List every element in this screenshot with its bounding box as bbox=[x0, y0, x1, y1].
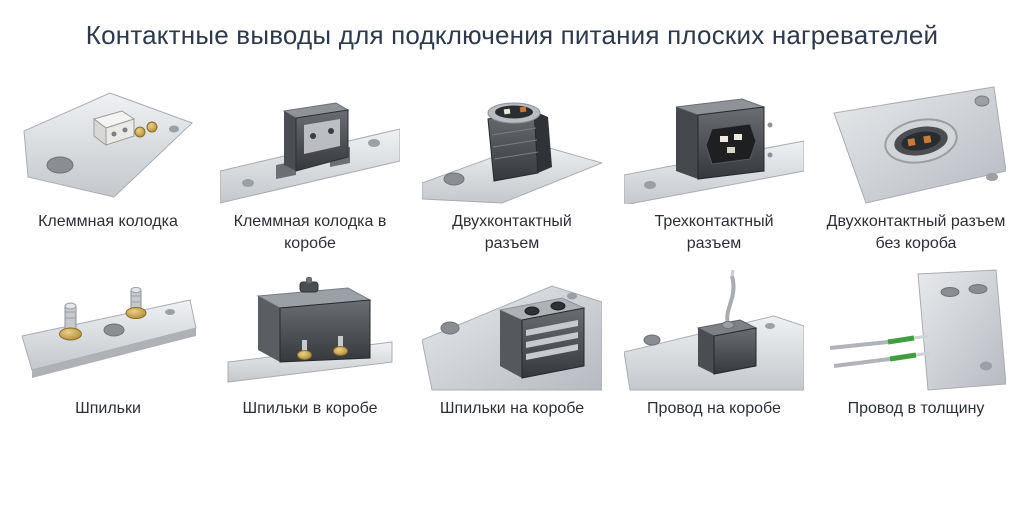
product-caption: Двухконтактный разъем bbox=[452, 213, 572, 252]
product-item-wire-on-box: Провод на коробе bbox=[613, 264, 815, 420]
studs-illustration bbox=[21, 286, 197, 378]
studs-on-box-image bbox=[421, 264, 603, 392]
product-caption: Провод на коробе bbox=[647, 400, 781, 418]
studs-in-box-image bbox=[219, 264, 401, 392]
product-item-studs-on-box: Шпильки на коробе bbox=[411, 264, 613, 420]
terminal-block-image bbox=[17, 77, 199, 205]
product-caption: Трехконтактный разъем bbox=[654, 213, 774, 252]
product-item-studs-in-box: Шпильки в коробе bbox=[209, 264, 411, 420]
wire-on-box-illustration bbox=[624, 269, 804, 391]
product-item-three-pin-connector: Трехконтактный разъем bbox=[613, 77, 815, 254]
product-caption: Шпильки в коробе bbox=[242, 400, 378, 418]
two-pin-inlet-image bbox=[825, 77, 1007, 205]
three-pin-connector-image bbox=[623, 77, 805, 205]
two-pin-connector-image bbox=[421, 77, 603, 205]
product-caption: Провод в толщину bbox=[847, 400, 985, 418]
product-item-two-pin-inlet: Двухконтактный разъем без короба bbox=[815, 77, 1017, 254]
terminal-block-box-image bbox=[219, 77, 401, 205]
two-pin-inlet-illustration bbox=[833, 85, 1006, 204]
product-caption: Шпильки на коробе bbox=[439, 400, 585, 418]
studs-image bbox=[17, 264, 199, 392]
product-caption: Шпильки bbox=[75, 400, 141, 418]
product-item-two-pin-connector: Двухконтактный разъем bbox=[411, 77, 613, 254]
page-title: Контактные выводы для подключения питани… bbox=[85, 20, 939, 50]
three-pin-connector-illustration bbox=[624, 97, 804, 204]
terminal-block-box-illustration bbox=[220, 101, 400, 204]
product-item-wire-into-thickness: Провод в толщину bbox=[815, 264, 1017, 420]
product-caption: Клеммная колодка bbox=[38, 213, 178, 230]
studs-in-box-illustration bbox=[227, 276, 393, 383]
product-item-studs: Шпильки bbox=[7, 264, 209, 420]
terminal-block-illustration bbox=[23, 91, 193, 198]
product-item-terminal-block: Клеммная колодка bbox=[7, 77, 209, 254]
two-pin-connector-illustration bbox=[422, 102, 602, 204]
wire-on-box-image bbox=[623, 264, 805, 392]
product-caption: Двухконтактный разъем без короба bbox=[826, 213, 1006, 252]
product-caption: Клеммная колодка в коробе bbox=[233, 213, 387, 252]
wire-into-thickness-illustration bbox=[829, 269, 1006, 391]
studs-on-box-illustration bbox=[422, 285, 602, 391]
wire-into-thickness-image bbox=[825, 264, 1007, 392]
product-grid: Клеммная колодка Клеммная колодка в коро… bbox=[0, 77, 1024, 420]
product-item-terminal-block-box: Клеммная колодка в коробе bbox=[209, 77, 411, 254]
